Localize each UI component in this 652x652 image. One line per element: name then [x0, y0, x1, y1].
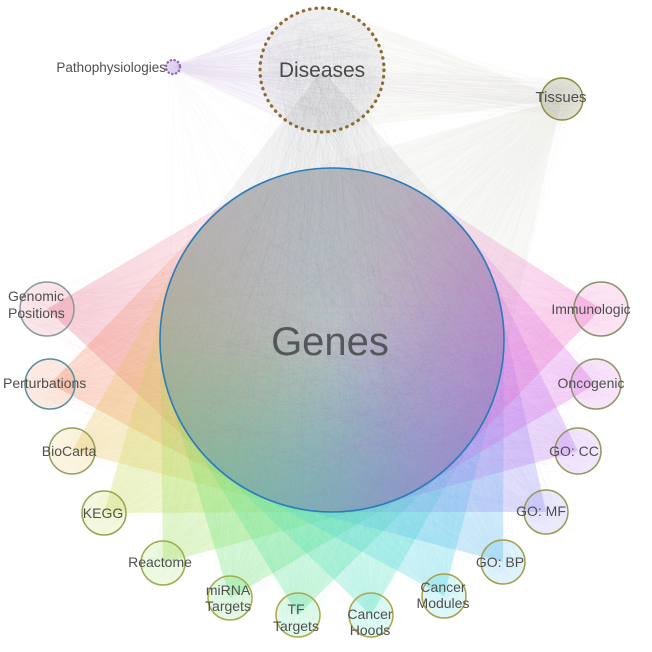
edge-lines-tissues-genes: [174, 82, 579, 509]
diseases-label: Diseases: [279, 59, 365, 82]
oncogenic-node[interactable]: [570, 358, 622, 410]
immunologic-node[interactable]: [573, 281, 629, 337]
edge-lines-pathophysiologies-tissues: [168, 61, 581, 115]
tissues-label: Tissues: [535, 89, 586, 106]
tissues-node[interactable]: [540, 77, 584, 121]
mirna-targets-node[interactable]: [207, 575, 253, 621]
genomic-positions-label-line2: Positions: [8, 305, 65, 321]
edge-lines-diseases-diseases: [261, 8, 382, 129]
reactome-label: Reactome: [128, 554, 192, 570]
edge-lines-tissues-diseases: [262, 10, 578, 127]
edge-wedge-tissues-genes: [160, 99, 563, 513]
perturbations-label: Perturbations: [3, 375, 86, 391]
mirna-targets-label-line2: Targets: [205, 598, 251, 614]
cancer-hoods-node[interactable]: [348, 592, 394, 638]
cancer-hoods-label-line2: Hoods: [350, 622, 390, 638]
genes-label: Genes: [271, 320, 389, 364]
pathophysiologies-label: Pathophysiologies: [56, 60, 166, 75]
edge-fans: [28, 7, 621, 633]
genomic-positions-node[interactable]: [19, 281, 75, 337]
mirna-targets-label-line1: miRNA: [206, 582, 251, 598]
cancer-modules-node[interactable]: [421, 573, 467, 619]
tf-targets-label-line2: Targets: [273, 618, 319, 634]
tf-targets-node[interactable]: [275, 592, 321, 638]
nodes-layer: [19, 6, 629, 638]
go-bp-node[interactable]: [480, 539, 526, 585]
oncogenic-label: Oncogenic: [558, 375, 625, 391]
labels-layer: Pathophysiologies Diseases Tissues Genes…: [3, 59, 631, 638]
pathophysiologies-node[interactable]: [164, 58, 182, 76]
reactome-node[interactable]: [140, 540, 186, 586]
genomic-positions-label-line1: Genomic: [8, 288, 64, 304]
kegg-label: KEGG: [83, 505, 123, 521]
perturbations-node[interactable]: [24, 358, 76, 410]
edge-wedge-pathophysiologies-diseases: [173, 7, 385, 132]
tf-targets-label-line1: TF: [287, 601, 304, 617]
go-bp-label: GO: BP: [476, 554, 524, 570]
go-mf-node[interactable]: [523, 489, 569, 535]
genes-node[interactable]: [159, 167, 505, 513]
cancer-hoods-label-line1: Cancer: [347, 606, 392, 622]
biocarta-label: BioCarta: [42, 443, 97, 459]
diseases-node[interactable]: [258, 6, 386, 134]
go-cc-label: GO: CC: [549, 443, 599, 459]
go-mf-label: GO: MF: [516, 503, 566, 519]
immunologic-label: Immunologic: [551, 301, 630, 317]
kegg-node[interactable]: [81, 490, 127, 536]
edge-lines-pathophysiologies-diseases: [168, 11, 381, 127]
biocarta-node[interactable]: [48, 427, 96, 475]
cancer-modules-label-line2: Modules: [417, 595, 470, 611]
cancer-modules-label-line1: Cancer: [420, 579, 465, 595]
go-cc-node[interactable]: [554, 427, 602, 475]
